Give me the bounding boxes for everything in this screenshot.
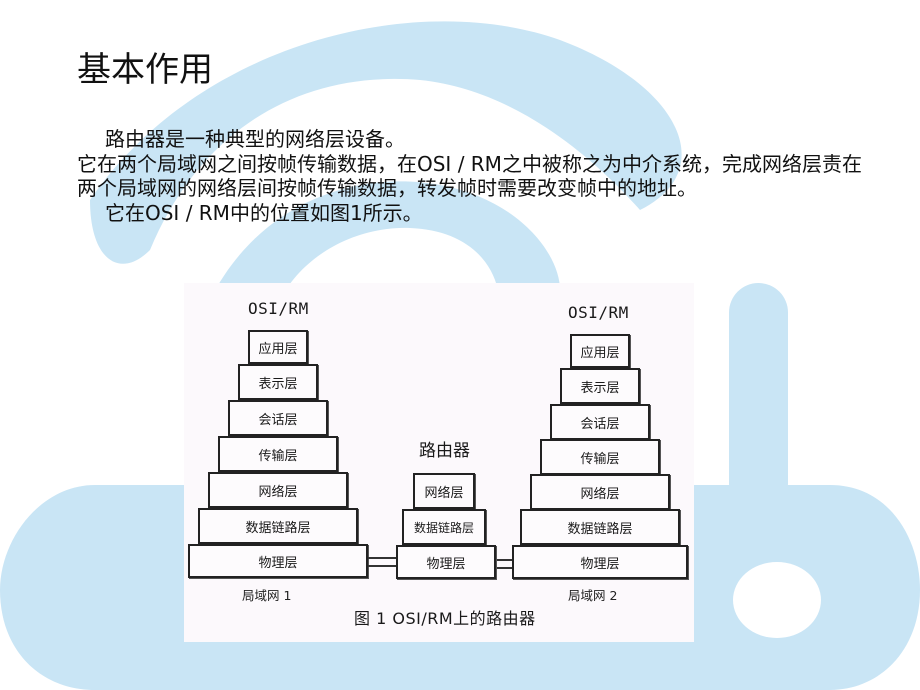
- left-layer-network: 网络层: [208, 472, 348, 508]
- link-line-left-top: [368, 557, 396, 559]
- lan-2-label: 局域网 2: [568, 588, 618, 603]
- left-layer-presentation: 表示层: [238, 364, 318, 400]
- right-layer-presentation: 表示层: [560, 368, 640, 404]
- slide-body: 路由器是一种典型的网络层设备。 它在两个局域网之间按帧传输数据，在OSI / R…: [77, 127, 867, 225]
- paragraph-3: 它在OSI / RM中的位置如图1所示。: [105, 200, 423, 225]
- router-header: 路由器: [419, 441, 470, 461]
- router-layer-datalink: 数据链路层: [402, 509, 486, 545]
- right-layer-physical: 物理层: [512, 545, 688, 579]
- left-layer-session: 会话层: [228, 400, 328, 436]
- right-layer-session: 会话层: [550, 404, 650, 440]
- lan-1-label: 局域网 1: [242, 588, 292, 603]
- link-line-right-bottom: [496, 567, 512, 569]
- left-layer-datalink: 数据链路层: [198, 508, 358, 544]
- paragraph-2: 它在两个局域网之间按帧传输数据，在OSI / RM之中被称之为中介系统，完成网络…: [77, 151, 862, 201]
- right-layer-network: 网络层: [530, 474, 670, 510]
- router-layer-network: 网络层: [413, 473, 475, 509]
- paragraph-1: 路由器是一种典型的网络层设备。: [105, 127, 405, 151]
- router-layer-physical: 物理层: [396, 545, 496, 579]
- left-stack-header: OSI/RM: [248, 299, 309, 318]
- left-layer-transport: 传输层: [218, 436, 338, 472]
- right-layer-datalink: 数据链路层: [520, 509, 680, 545]
- right-layer-transport: 传输层: [540, 439, 660, 475]
- link-line-left-bottom: [368, 565, 396, 567]
- slide-title: 基本作用: [77, 50, 213, 90]
- osi-router-figure: OSI/RM 应用层 表示层 会话层 传输层 网络层 数据链路层 物理层 局域网…: [184, 283, 694, 642]
- left-layer-application: 应用层: [248, 330, 308, 364]
- link-line-right-top: [496, 559, 512, 561]
- left-layer-physical: 物理层: [188, 544, 368, 578]
- right-stack-header: OSI/RM: [568, 303, 629, 322]
- figure-caption: 图 1 OSI/RM上的路由器: [354, 609, 536, 628]
- right-layer-application: 应用层: [570, 334, 630, 368]
